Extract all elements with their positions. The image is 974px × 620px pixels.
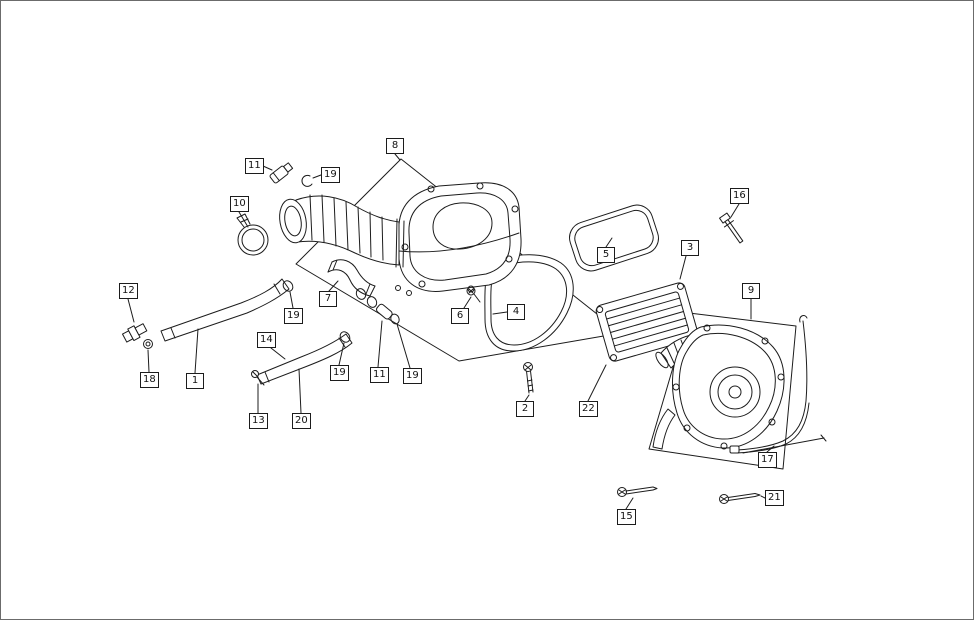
air-filter-element	[595, 282, 699, 362]
bolt-2	[523, 362, 534, 394]
part-label-18: 18	[140, 372, 159, 388]
clamp-ring-b	[282, 280, 294, 292]
clamp-ring-c	[339, 331, 351, 343]
hose-1	[160, 278, 290, 342]
transmission-cover	[652, 324, 785, 450]
part-label-13: 13	[249, 413, 268, 429]
part-label-19-4: 19	[403, 368, 422, 384]
part-label-2: 2	[516, 401, 534, 417]
part-label-11-2: 11	[370, 367, 389, 383]
part-label-19-2: 19	[284, 308, 303, 324]
cover-panel-outline	[648, 312, 797, 470]
seal-gasket-4	[484, 254, 574, 352]
part-label-9: 9	[742, 283, 760, 299]
gasket-5	[569, 204, 659, 272]
fitting-12	[122, 323, 148, 343]
part-label-1: 1	[186, 373, 204, 389]
part-label-5: 5	[597, 247, 615, 263]
part-label-6: 6	[451, 308, 469, 324]
part-label-21: 21	[765, 490, 784, 506]
part-label-14: 14	[257, 332, 276, 348]
elbow-fitting-top	[269, 162, 294, 184]
part-label-12: 12	[119, 283, 138, 299]
part-label-15: 15	[617, 509, 636, 525]
part-label-22: 22	[579, 401, 598, 417]
part-label-8: 8	[386, 138, 404, 154]
elbow-fitting-mid	[376, 303, 393, 320]
part-label-16: 16	[730, 188, 749, 204]
screw-16	[719, 212, 744, 244]
hose-20	[256, 333, 353, 385]
intake-duct	[279, 194, 405, 268]
part-label-11-1: 11	[245, 158, 264, 174]
screw-21	[719, 493, 761, 504]
leader-lines	[127, 153, 775, 510]
airbox-assembly	[395, 182, 522, 296]
part-label-4: 4	[507, 304, 525, 320]
part-label-10: 10	[230, 196, 249, 212]
part-label-7: 7	[319, 291, 337, 307]
clamp-clip-a	[301, 174, 313, 187]
part-label-19-1: 19	[321, 167, 340, 183]
hose-clamp-large	[236, 213, 269, 256]
screw-13	[251, 370, 265, 386]
part-label-19-3: 19	[330, 365, 349, 381]
part-label-20: 20	[292, 413, 311, 429]
bolt-6	[466, 286, 481, 303]
breather-hose-7	[327, 259, 376, 297]
screw-15	[617, 486, 658, 497]
cable-17	[729, 314, 827, 454]
clamp-18	[143, 339, 153, 349]
part-label-17: 17	[758, 452, 777, 468]
part-label-3: 3	[681, 240, 699, 256]
